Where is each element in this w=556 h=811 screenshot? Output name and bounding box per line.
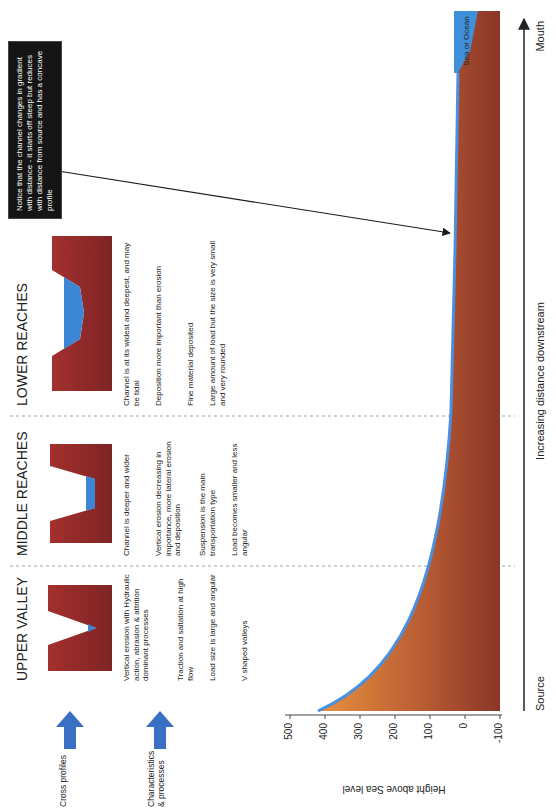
- process-note: Traction and saltation at high flow: [176, 573, 195, 681]
- process-note: Vertical erosion with Hydraulic action, …: [122, 573, 151, 681]
- process-note: Large amount of load but the size is ver…: [208, 236, 227, 406]
- pointer-arrow: [56, 711, 84, 749]
- zone-heading: UPPER VALLEY: [14, 571, 31, 681]
- land-profile: [318, 11, 500, 711]
- process-note: Suspension is the main transportation ty…: [198, 426, 217, 556]
- process-note: Channel is at its widest and deepest, an…: [122, 236, 141, 406]
- y-ticks: [290, 715, 500, 719]
- wide-cross-profile: [52, 236, 112, 391]
- axis-value: 400: [318, 723, 330, 755]
- axis-value: 200: [388, 723, 400, 755]
- pointer-arrow: [146, 711, 174, 749]
- river-long-profile: [318, 73, 458, 711]
- callout-box: Notice that the channel changes in gradi…: [8, 41, 62, 219]
- process-note: Vertical erosion decreasing in importanc…: [154, 426, 183, 556]
- axis-value: 500: [283, 723, 295, 755]
- axis-title: Increasing distance downstream: [534, 251, 547, 511]
- row-label: Cross profiles: [58, 751, 68, 807]
- callout-text: Notice that the channel changes in gradi…: [15, 49, 55, 211]
- distance-arrow: [523, 19, 525, 711]
- process-note: Load becomes smaller and less angular: [230, 426, 249, 556]
- zone-divider: [10, 416, 515, 417]
- axis-value: -100: [493, 723, 505, 755]
- process-note: V shaped valleys: [240, 573, 250, 681]
- axis-value: 100: [423, 723, 435, 755]
- process-note: Load size is large and angular: [208, 573, 218, 681]
- process-note: Fine material deposited: [186, 236, 196, 406]
- process-note: Deposition more important than erosion: [154, 236, 164, 406]
- process-note: Channel is deeper and wider: [122, 426, 132, 556]
- zone-heading: LOWER REACHES: [14, 236, 31, 406]
- sea-label: Sea or Ocean: [462, 15, 472, 67]
- axis-end-label: Mouth: [534, 21, 547, 111]
- zone-heading: MIDDLE REACHES: [14, 426, 31, 556]
- axis-value: 0: [458, 723, 470, 755]
- axis-end-label: Source: [534, 631, 547, 711]
- v-cross-profile: [48, 585, 112, 671]
- u-cross-profile: [50, 444, 112, 543]
- row-label: Characteristics & processes: [146, 749, 166, 807]
- axis-title: Height above Sea level: [294, 783, 494, 795]
- y-axis: [285, 715, 502, 716]
- leader-line: [58, 171, 450, 233]
- axis-value: 300: [353, 723, 365, 755]
